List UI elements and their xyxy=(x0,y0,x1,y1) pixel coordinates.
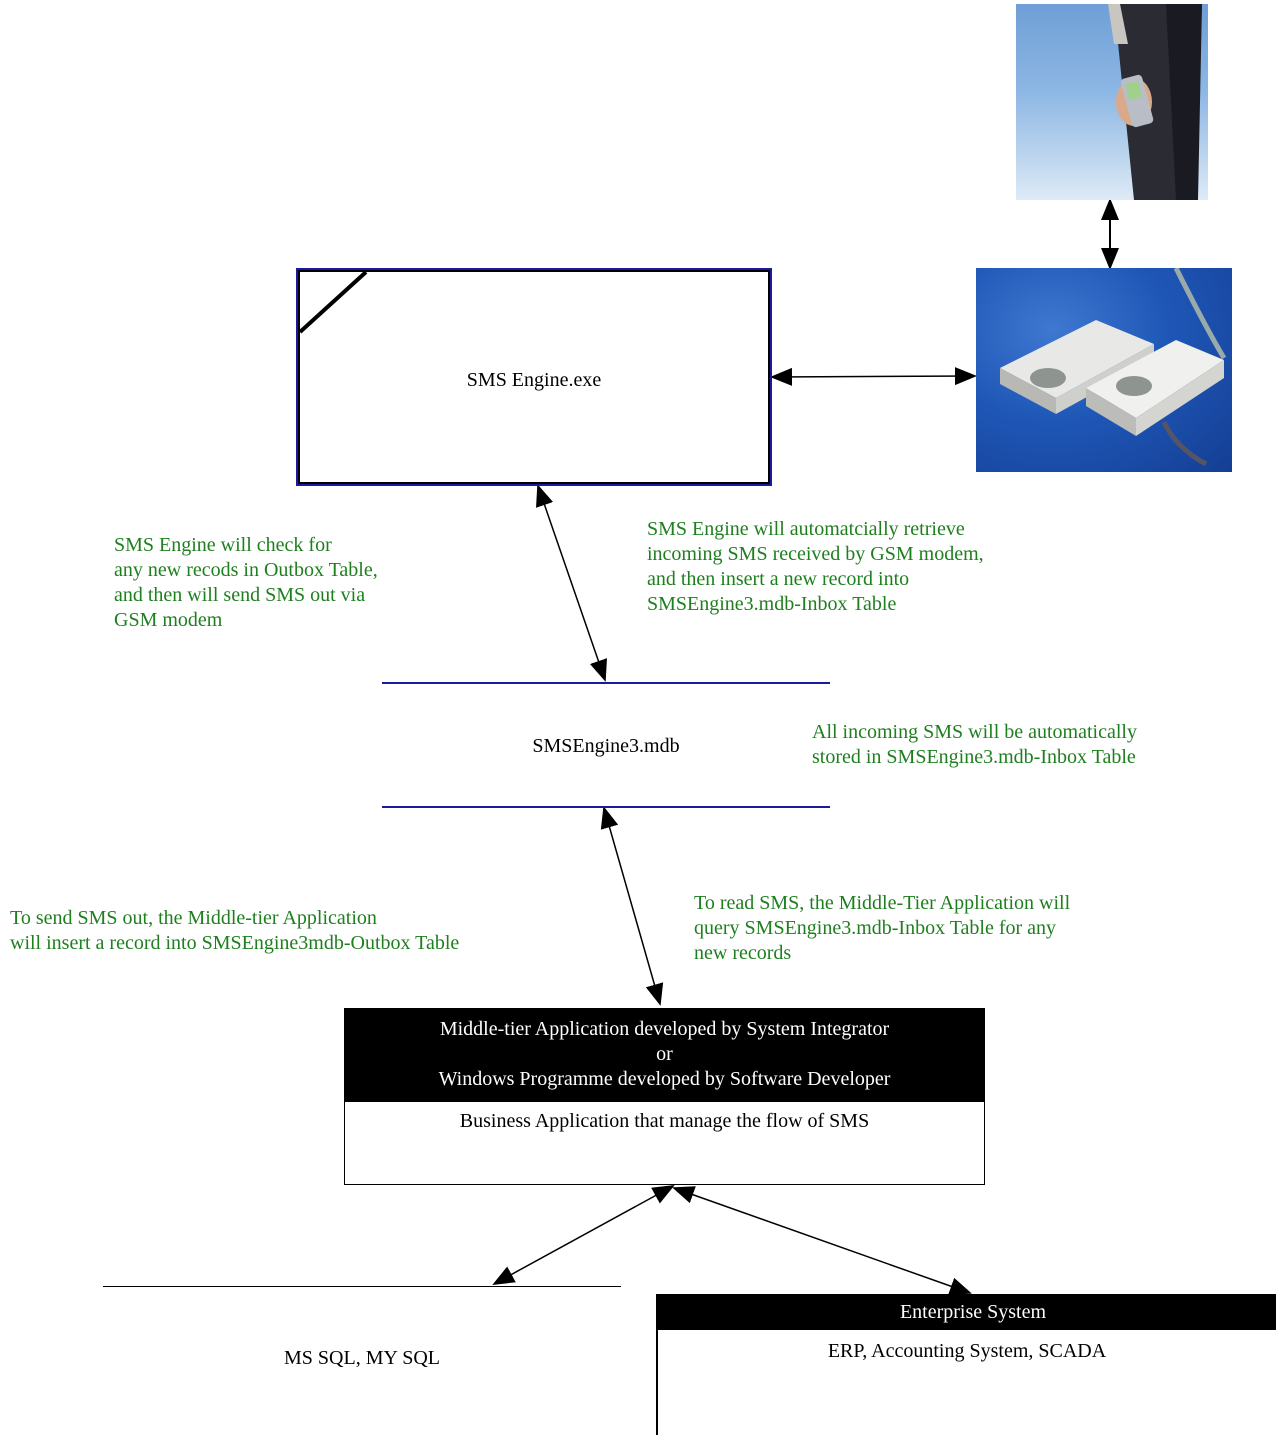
arrow-engine-db xyxy=(536,484,607,682)
database-bottom-line xyxy=(382,806,830,808)
middle-tier-header-text: Middle-tier Application developed by Sys… xyxy=(438,1018,891,1090)
note-send-sms: To send SMS out, the Middle-tier Applica… xyxy=(10,907,460,954)
note-incoming-stored: All incoming SMS will be automatically s… xyxy=(812,721,1137,768)
arrow-db-middle xyxy=(600,806,664,1006)
corner-fold-icon xyxy=(298,270,368,334)
enterprise-header-text: Enterprise System xyxy=(899,1301,1047,1323)
middle-tier-header: Middle-tier Application developed by Sys… xyxy=(345,1009,984,1102)
person-holding-phone-photo xyxy=(1016,4,1208,200)
note-engine-inbox: SMS Engine will automatcially retrieve i… xyxy=(647,518,984,615)
note-read-sms: To read SMS, the Middle-Tier Application… xyxy=(694,892,1071,964)
arrow-middle-enterprise xyxy=(672,1186,972,1295)
enterprise-header: Enterprise System xyxy=(658,1295,1276,1330)
middle-tier-body: Business Application that manage the flo… xyxy=(459,1110,870,1132)
middle-tier-box: Middle-tier Application developed by Sys… xyxy=(344,1008,985,1185)
database-label: SMSEngine3.mdb xyxy=(532,735,680,757)
sms-engine-label: SMS Engine.exe xyxy=(466,369,602,391)
database-top-line xyxy=(382,682,830,684)
sql-db-label: MS SQL, MY SQL xyxy=(284,1347,440,1369)
modem-illustration xyxy=(1000,268,1227,467)
sql-db-line xyxy=(103,1286,621,1287)
arrow-middle-sql xyxy=(492,1185,675,1285)
gsm-modem-photo xyxy=(976,268,1232,472)
arrow-engine-modem xyxy=(770,367,977,386)
sms-engine-box xyxy=(296,268,772,486)
note-engine-outbox: SMS Engine will check for any new recods… xyxy=(114,534,378,631)
enterprise-box: Enterprise System ERP, Accounting System… xyxy=(656,1294,1276,1435)
phone-illustration xyxy=(1108,4,1202,200)
enterprise-body: ERP, Accounting System, SCADA xyxy=(827,1340,1107,1362)
